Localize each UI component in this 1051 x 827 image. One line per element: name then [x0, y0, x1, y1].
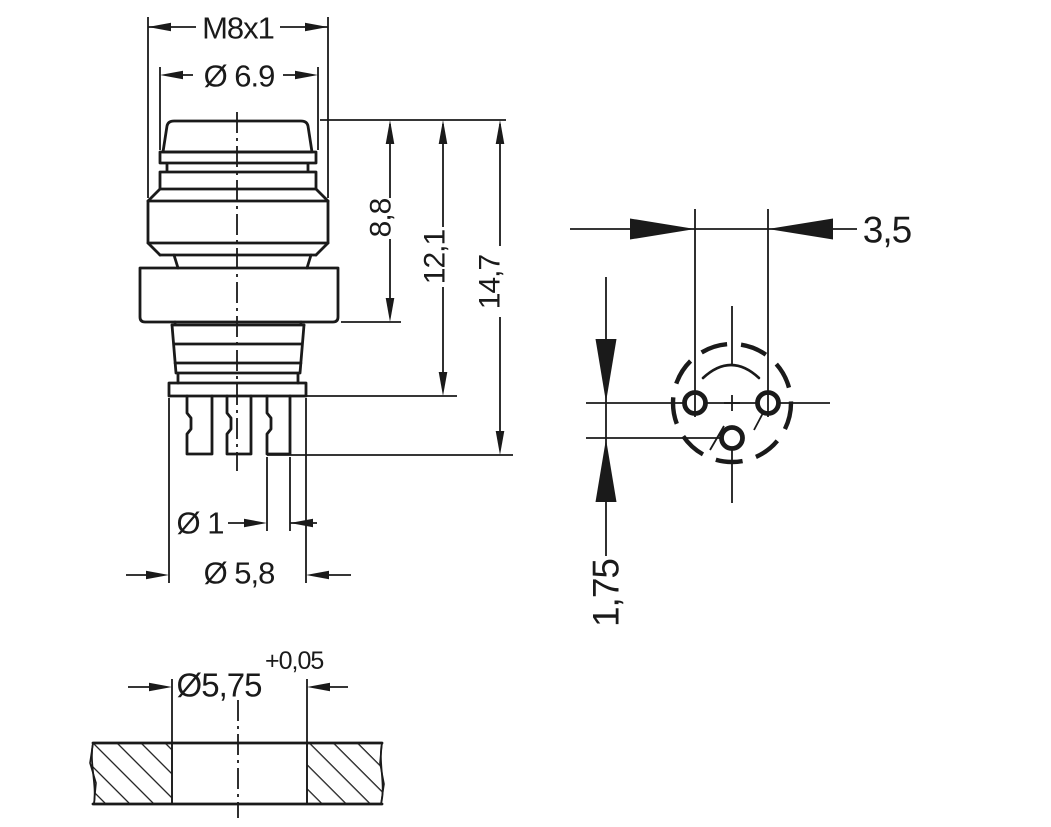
dim-hole-diameter: Ø5,75 +0,05 — [128, 647, 348, 743]
arrowhead — [306, 570, 329, 580]
extension-lines — [159, 67, 319, 150]
arrowhead — [385, 298, 395, 322]
body-cap — [161, 119, 314, 154]
dim-height-body-label: 12,1 — [419, 229, 452, 284]
dim-head-diameter-label: Ø 6.9 — [204, 59, 275, 94]
dim-pin-diameter-label: Ø 1 — [177, 506, 224, 541]
hole-edges — [171, 743, 308, 804]
pin-tick-marks — [709, 412, 764, 451]
arrowhead — [295, 70, 318, 80]
solder-pins — [185, 394, 292, 456]
dim-thread-label: M8x1 — [202, 11, 274, 46]
big-arrowhead — [595, 339, 617, 402]
arrowhead — [148, 22, 171, 32]
dim-insert-diameter-label: Ø 5,8 — [204, 556, 275, 591]
arrowhead — [290, 518, 313, 528]
extension-lines — [171, 679, 308, 743]
arrowhead — [244, 518, 267, 528]
center-cross — [724, 395, 740, 411]
body-flange — [138, 266, 340, 324]
panel-break-edges — [90, 742, 384, 805]
dim-pin-pitch-horizontal-label: 3,5 — [863, 210, 912, 251]
dim-pin-pitch-vertical: 1,75 — [586, 277, 627, 627]
arrowhead — [146, 570, 169, 580]
dim-head-diameter: Ø 6.9 — [159, 59, 319, 150]
arrowhead — [495, 431, 505, 455]
front-view: 3,5 1,75 — [570, 209, 913, 627]
arrowhead — [149, 682, 172, 692]
body-rings — [158, 150, 318, 191]
panel-cutout-view: Ø5,75 +0,05 — [89, 647, 385, 818]
dim-hole-diameter-label: Ø5,75 — [177, 667, 262, 704]
extension-lines — [147, 17, 329, 198]
body-thread-chamfers — [146, 187, 330, 257]
body-step — [170, 320, 306, 327]
dim-heights: 8,8 12,1 14,7 — [267, 119, 513, 456]
arrowhead — [160, 70, 183, 80]
body-neck — [172, 253, 313, 270]
arrowhead — [438, 372, 448, 396]
extension-lines — [266, 457, 291, 531]
arrowhead — [438, 120, 448, 144]
big-arrowhead — [768, 218, 833, 240]
dim-pin-pitch-vertical-label: 1,75 — [586, 559, 627, 627]
body-insert-plate — [167, 381, 308, 398]
dim-hole-tolerance-label: +0,05 — [265, 647, 323, 675]
connector-body-outline — [138, 112, 340, 471]
big-arrowhead — [595, 439, 617, 502]
panel-section-right — [306, 742, 385, 805]
extension-lines — [694, 209, 769, 417]
body-thread-section — [146, 199, 330, 257]
arrowhead — [307, 682, 330, 692]
arrowhead — [385, 120, 395, 144]
dim-height-total-label: 14,7 — [474, 254, 507, 309]
arrowhead — [305, 22, 328, 32]
dim-pin-pitch-horizontal: 3,5 — [570, 209, 913, 417]
side-view: M8x1 Ø 6.9 8,8 12,1 14 — [126, 11, 513, 591]
big-arrowhead — [630, 218, 695, 240]
body-taper — [170, 323, 306, 385]
arrowhead — [495, 120, 505, 144]
dim-insert-diameter: Ø 5,8 — [126, 398, 351, 591]
dim-height-head-label: 8,8 — [365, 198, 398, 237]
panel-section-left — [89, 742, 173, 805]
dim-thread: M8x1 — [147, 11, 329, 198]
dim-pin-diameter: Ø 1 — [177, 457, 317, 541]
keyway-arc — [701, 363, 761, 380]
extension-lines — [168, 398, 307, 583]
pin-bottom — [719, 425, 745, 451]
